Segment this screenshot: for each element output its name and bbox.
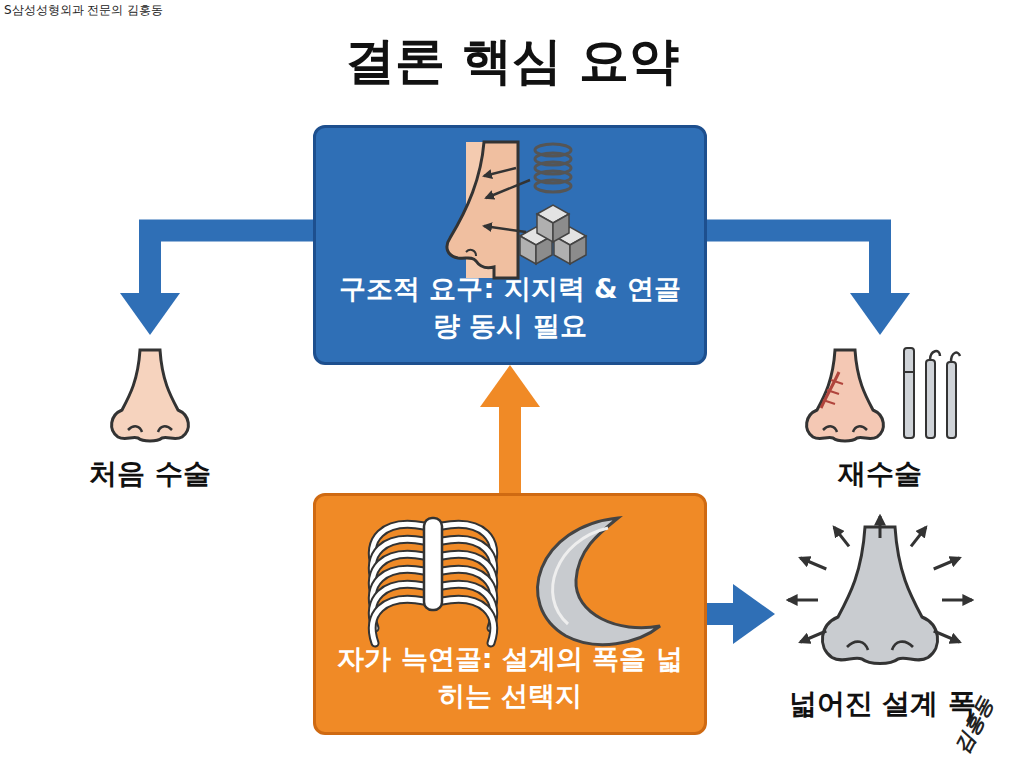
requirement-box: 구조적 요구: 지지력 & 연골량 동시 필요 [313, 125, 707, 365]
rib-outline [442, 599, 494, 643]
nostril [847, 642, 868, 650]
nose-outline [112, 350, 189, 441]
flow-arrow [480, 365, 540, 493]
node-text: 자가 늑연골: 설계의 폭을 넓히는 선택지 [332, 640, 688, 715]
node-text: 넓어진 설계 폭 [789, 687, 977, 721]
rib-cartilage-box: 자가 늑연골: 설계의 폭을 넓히는 선택지 [313, 493, 707, 735]
nose-icon [112, 350, 189, 441]
first-surgery-node: 처음 수술 [70, 335, 230, 495]
surgical-instruments [904, 348, 960, 438]
rib [372, 599, 424, 643]
spread-arrow [800, 631, 826, 642]
arrow-head [733, 584, 775, 644]
sternum [424, 518, 442, 610]
revision-node: 재수술 [790, 335, 970, 495]
nostril [823, 426, 837, 432]
nostril [853, 426, 867, 432]
instrument-grip [904, 371, 914, 373]
arrow-head [850, 293, 910, 335]
nostril [128, 426, 142, 432]
force-arrows [484, 168, 530, 232]
instrument [904, 348, 914, 438]
spread-arrow [911, 527, 926, 546]
spread-arrows [788, 516, 972, 642]
nostril [466, 250, 476, 256]
crescent-highlight [553, 528, 608, 624]
spring [535, 144, 571, 192]
crescent-cartilage [538, 518, 660, 645]
nose-outline [822, 527, 937, 664]
wide-design-node: 넓어진 설계 폭 [775, 515, 990, 725]
nose-outline [807, 350, 884, 441]
instrument-hook [930, 351, 940, 360]
flow-arrow [707, 231, 910, 335]
flow-arrow [120, 231, 313, 335]
flow-arrow [707, 584, 775, 644]
nostril [158, 426, 172, 432]
arrow-shaft [707, 231, 880, 295]
spread-arrow [934, 631, 960, 642]
arrow-shaft [707, 603, 735, 625]
scarred-nose-icon [807, 350, 884, 441]
rib-outline [372, 599, 424, 643]
spread-arrow [879, 516, 882, 538]
arrow-head [120, 293, 180, 335]
cartilage-blocks [520, 205, 586, 264]
wide-nose-icon [822, 527, 937, 664]
rib [442, 599, 494, 643]
arrow-head [480, 365, 540, 407]
spread-arrow [788, 599, 818, 602]
node-text: 처음 수술 [89, 457, 211, 491]
instrument [926, 360, 935, 438]
structure-icon [316, 128, 702, 288]
title: 결론 핵심 요약 [0, 28, 1024, 95]
spread-arrow [934, 558, 960, 569]
node-text: 구조적 요구: 지지력 & 연골량 동시 필요 [332, 270, 688, 345]
nose-profile [447, 142, 518, 278]
spread-arrow [942, 599, 972, 602]
watermark: S삼성성형외과 전문의 김홍동 [4, 2, 163, 19]
spread-arrow [834, 527, 849, 546]
cartilage-icons [316, 496, 702, 656]
arrow-shaft [499, 405, 521, 493]
node-text: 재수술 [838, 457, 922, 491]
arrow-shaft [150, 231, 313, 295]
spread-arrow [800, 558, 826, 569]
instrument [947, 362, 956, 438]
instrument-hook [951, 353, 960, 362]
scar-stitches [823, 380, 843, 404]
nostril [892, 642, 913, 650]
